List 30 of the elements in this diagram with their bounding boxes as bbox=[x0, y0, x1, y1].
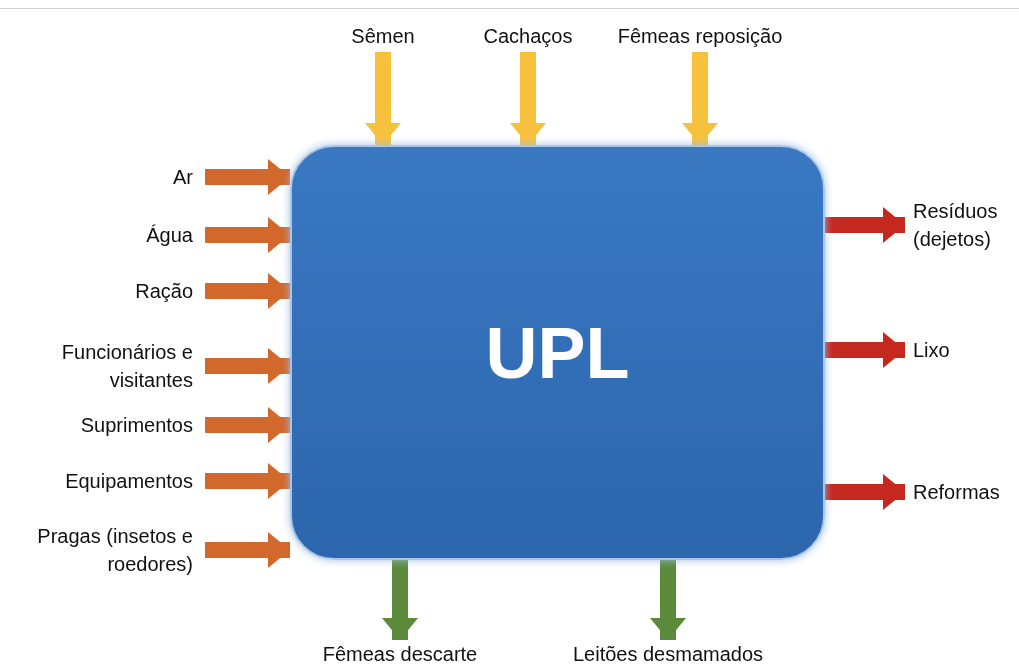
flow-label: Sêmen bbox=[323, 20, 443, 52]
flow-label: Água bbox=[2, 221, 205, 249]
box-title: UPL bbox=[485, 316, 630, 389]
flow-label: Leitões desmamados bbox=[538, 640, 798, 668]
flow-label: Resíduos (dejetos) bbox=[905, 197, 1015, 253]
flow-label: Reformas bbox=[905, 478, 1015, 506]
block-arrow bbox=[365, 52, 401, 145]
block-arrow bbox=[825, 207, 905, 243]
flow-label: Lixo bbox=[905, 336, 1015, 364]
block-arrow bbox=[825, 332, 905, 368]
flow-label: Pragas (insetos e roedores) bbox=[2, 522, 205, 578]
block-arrow bbox=[382, 560, 418, 640]
block-arrow bbox=[205, 273, 290, 309]
block-arrow bbox=[650, 560, 686, 640]
flow-label: Fêmeas descarte bbox=[280, 640, 520, 668]
block-arrow bbox=[682, 52, 718, 145]
block-arrow bbox=[205, 463, 290, 499]
block-arrow bbox=[205, 532, 290, 568]
block-arrow bbox=[205, 159, 290, 195]
block-arrow bbox=[510, 52, 546, 145]
block-arrow bbox=[825, 474, 905, 510]
flow-label: Suprimentos bbox=[2, 411, 205, 439]
block-arrow bbox=[205, 217, 290, 253]
block-arrow bbox=[205, 348, 290, 384]
flow-label: Equipamentos bbox=[2, 467, 205, 495]
flow-label: Funcionários e visitantes bbox=[2, 338, 205, 394]
flow-label: Ração bbox=[2, 277, 205, 305]
block-arrow bbox=[205, 407, 290, 443]
flow-label: Ar bbox=[2, 163, 205, 191]
process-box bbox=[290, 145, 825, 560]
